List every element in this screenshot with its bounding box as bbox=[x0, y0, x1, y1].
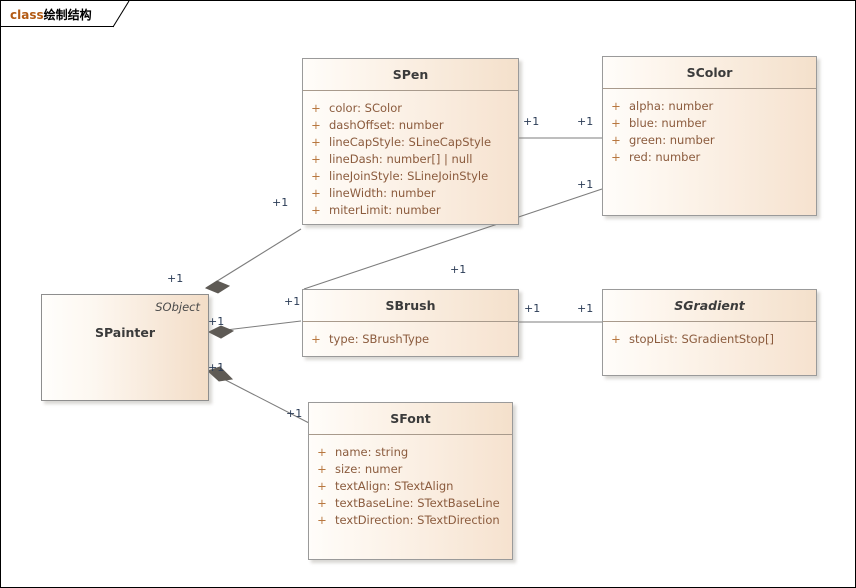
visibility-marker: + bbox=[311, 185, 321, 200]
multiplicity-spainter-sfont-target: +1 bbox=[286, 407, 303, 420]
diagram-title-name: 绘制结构 bbox=[43, 8, 92, 22]
visibility-marker: + bbox=[611, 132, 621, 147]
assoc-spainter-sbrush bbox=[207, 320, 302, 339]
visibility-marker: + bbox=[317, 495, 327, 510]
visibility-marker: + bbox=[317, 512, 327, 527]
class-attributes-spen: + color: SColor + dashOffset: number + l… bbox=[303, 91, 518, 224]
attribute-row: + green: number bbox=[603, 131, 816, 148]
attribute-row: + textBaseLine: STextBaseLine bbox=[309, 494, 512, 511]
multiplicity-spainter-sfont-source: +1 bbox=[208, 361, 225, 374]
attribute-row: + blue: number bbox=[603, 114, 816, 131]
multiplicity-sbrush-scolor-source: +1 bbox=[450, 263, 467, 276]
class-box-sbrush[interactable]: SBrush + type: SBrushType bbox=[302, 289, 519, 357]
multiplicity-sbrush-sgradient-source: +1 bbox=[524, 302, 541, 315]
visibility-marker: + bbox=[611, 331, 621, 346]
class-box-scolor[interactable]: SColor + alpha: number + blue: number + … bbox=[602, 56, 817, 216]
class-name-sfont: SFont bbox=[309, 403, 512, 435]
visibility-marker: + bbox=[311, 202, 321, 217]
multiplicity-spen-scolor-target: +1 bbox=[577, 115, 594, 128]
multiplicity-spainter-sbrush-source: +1 bbox=[208, 315, 225, 328]
attribute-row: + color: SColor bbox=[303, 99, 518, 116]
class-attributes-sgradient: + stopList: SGradientStop[] bbox=[603, 322, 816, 355]
attribute-row: + dashOffset: number bbox=[303, 116, 518, 133]
attribute-signature: miterLimit: number bbox=[329, 202, 441, 217]
class-name-scolor: SColor bbox=[603, 57, 816, 89]
visibility-marker: + bbox=[317, 461, 327, 476]
attribute-row: + type: SBrushType bbox=[303, 330, 518, 347]
attribute-signature: dashOffset: number bbox=[329, 117, 444, 132]
attribute-signature: type: SBrushType bbox=[329, 331, 430, 346]
attribute-signature: lineJoinStyle: SLineJoinStyle bbox=[329, 168, 489, 183]
visibility-marker: + bbox=[311, 331, 321, 346]
attribute-row: + miterLimit: number bbox=[303, 201, 518, 218]
multiplicity-sbrush-scolor-target: +1 bbox=[577, 178, 594, 191]
class-attributes-sbrush: + type: SBrushType bbox=[303, 322, 518, 355]
diagram-title: class绘制结构 bbox=[10, 6, 92, 23]
visibility-marker: + bbox=[611, 98, 621, 113]
class-stereotype-spainter: SObject bbox=[155, 300, 200, 314]
visibility-marker: + bbox=[311, 117, 321, 132]
attribute-row: + stopList: SGradientStop[] bbox=[603, 330, 816, 347]
assoc-spainter-sfont bbox=[207, 366, 310, 424]
attribute-signature: alpha: number bbox=[629, 98, 714, 113]
attribute-row: + size: numer bbox=[309, 460, 512, 477]
class-name-sbrush: SBrush bbox=[303, 290, 518, 322]
attribute-row: + name: string bbox=[309, 443, 512, 460]
attribute-signature: textAlign: STextAlign bbox=[335, 478, 454, 493]
class-attributes-scolor: + alpha: number + blue: number + green: … bbox=[603, 89, 816, 173]
attribute-signature: lineWidth: number bbox=[329, 185, 436, 200]
attribute-row: + lineWidth: number bbox=[303, 184, 518, 201]
multiplicity-spainter-spen-target: +1 bbox=[272, 196, 289, 209]
diagram-title-keyword: class bbox=[10, 8, 44, 22]
visibility-marker: + bbox=[317, 478, 327, 493]
multiplicity-spainter-sbrush-target: +1 bbox=[284, 295, 301, 308]
attribute-row: + red: number bbox=[603, 148, 816, 165]
multiplicity-sbrush-sgradient-target: +1 bbox=[577, 302, 594, 315]
visibility-marker: + bbox=[311, 168, 321, 183]
attribute-signature: red: number bbox=[629, 149, 701, 164]
attribute-row: + alpha: number bbox=[603, 97, 816, 114]
attribute-signature: stopList: SGradientStop[] bbox=[629, 331, 774, 346]
class-attributes-sfont: + name: string + size: numer + textAlign… bbox=[309, 435, 512, 536]
attribute-signature: name: string bbox=[335, 444, 409, 459]
class-name-sgradient: SGradient bbox=[603, 290, 816, 322]
attribute-signature: textDirection: STextDirection bbox=[335, 512, 500, 527]
visibility-marker: + bbox=[311, 134, 321, 149]
attribute-row: + textDirection: STextDirection bbox=[309, 511, 512, 528]
multiplicity-spen-scolor-source: +1 bbox=[523, 115, 540, 128]
attribute-signature: green: number bbox=[629, 132, 715, 147]
class-name-spen: SPen bbox=[303, 59, 518, 91]
attribute-signature: lineCapStyle: SLineCapStyle bbox=[329, 134, 492, 149]
attribute-signature: size: numer bbox=[335, 461, 403, 476]
assoc-sbrush-scolor bbox=[303, 188, 603, 290]
attribute-row: + lineCapStyle: SLineCapStyle bbox=[303, 133, 518, 150]
title-tab-corner bbox=[113, 1, 130, 28]
attribute-signature: color: SColor bbox=[329, 100, 402, 115]
class-box-sgradient[interactable]: SGradient + stopList: SGradientStop[] bbox=[602, 289, 817, 376]
attribute-row: + textAlign: STextAlign bbox=[309, 477, 512, 494]
multiplicity-spainter-spen-source: +1 bbox=[167, 272, 184, 285]
class-box-spainter[interactable]: SObject SPainter bbox=[41, 294, 209, 401]
visibility-marker: + bbox=[611, 115, 621, 130]
class-box-spen[interactable]: SPen + color: SColor + dashOffset: numbe… bbox=[302, 58, 519, 225]
attribute-row: + lineDash: number[] | null bbox=[303, 150, 518, 167]
visibility-marker: + bbox=[311, 100, 321, 115]
attribute-signature: blue: number bbox=[629, 115, 707, 130]
visibility-marker: + bbox=[611, 149, 621, 164]
attribute-signature: lineDash: number[] | null bbox=[329, 151, 473, 166]
diagram-title-tab: class绘制结构 bbox=[1, 1, 114, 27]
attribute-signature: textBaseLine: STextBaseLine bbox=[335, 495, 500, 510]
visibility-marker: + bbox=[317, 444, 327, 459]
assoc-spainter-spen bbox=[204, 228, 302, 294]
visibility-marker: + bbox=[311, 151, 321, 166]
attribute-row: + lineJoinStyle: SLineJoinStyle bbox=[303, 167, 518, 184]
class-box-sfont[interactable]: SFont + name: string + size: numer + tex… bbox=[308, 402, 513, 560]
class-name-spainter: SPainter bbox=[94, 325, 156, 340]
